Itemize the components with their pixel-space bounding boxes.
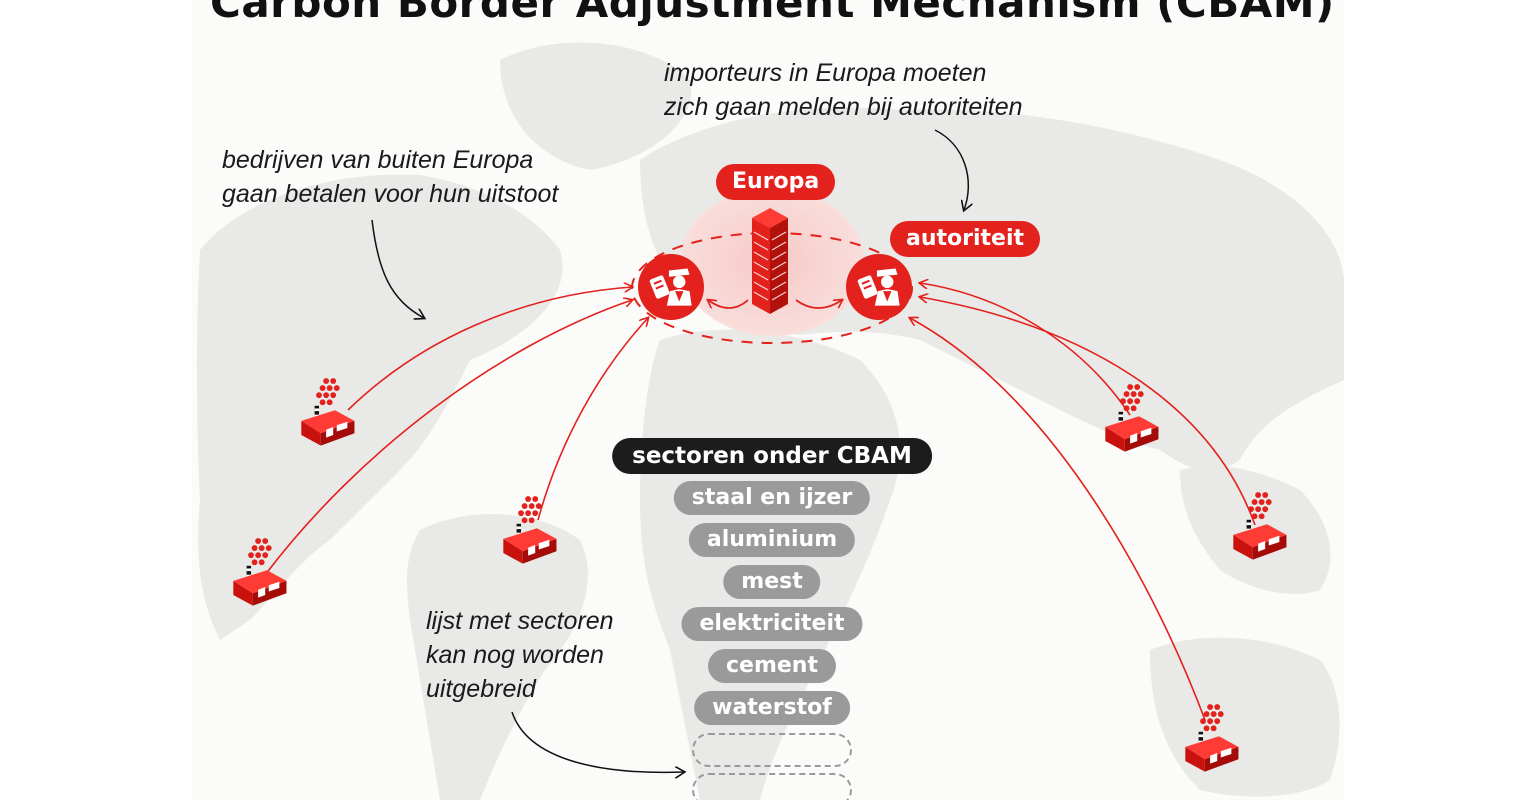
greenland <box>500 42 692 170</box>
sector-item: staal en ijzer <box>673 481 871 515</box>
arrow-southeast-asia <box>920 297 1256 526</box>
arrow-sector-note <box>511 711 684 772</box>
arrow-north-america <box>347 287 632 411</box>
building-officer-arrows <box>708 300 842 309</box>
note-sector-list: lijst met sectoren kan nog worden uitgeb… <box>426 607 614 703</box>
sector-empty-slot <box>692 773 852 800</box>
page-title: Carbon Border Adjustment Mechanism (CBAM… <box>210 0 1335 27</box>
arrow-companies-note <box>371 219 424 318</box>
building-icon <box>752 208 788 314</box>
trade-arrows <box>264 283 1256 721</box>
south-america <box>407 513 588 800</box>
sector-empty-slot <box>692 733 852 767</box>
sector-item: aluminium <box>688 523 856 557</box>
arrow-importers-note <box>934 129 968 210</box>
customs-officer-icon <box>638 254 704 320</box>
annotation-arrows <box>371 129 968 772</box>
arrow-australia <box>910 318 1206 721</box>
officer-right <box>846 254 912 320</box>
arrow-asia <box>920 283 1131 416</box>
sector-item: cement <box>708 649 836 683</box>
sector-item: waterstof <box>694 691 850 725</box>
customs-officer-icon <box>846 254 912 320</box>
officer-left <box>638 254 704 320</box>
authority-label: autoriteit <box>890 221 1041 257</box>
europe-label: Europa <box>716 164 836 200</box>
sector-item: mest <box>723 565 821 599</box>
arrow-central-america <box>264 300 632 576</box>
north-america <box>197 174 563 640</box>
note-importers: importeurs in Europa moeten zich gaan me… <box>664 59 1023 121</box>
arrow-south-america <box>537 318 648 521</box>
note-companies: bedrijven van buiten Europa gaan betalen… <box>222 146 559 208</box>
sector-item: elektriciteit <box>681 607 863 641</box>
sector-list-header: sectoren onder CBAM <box>612 438 932 474</box>
